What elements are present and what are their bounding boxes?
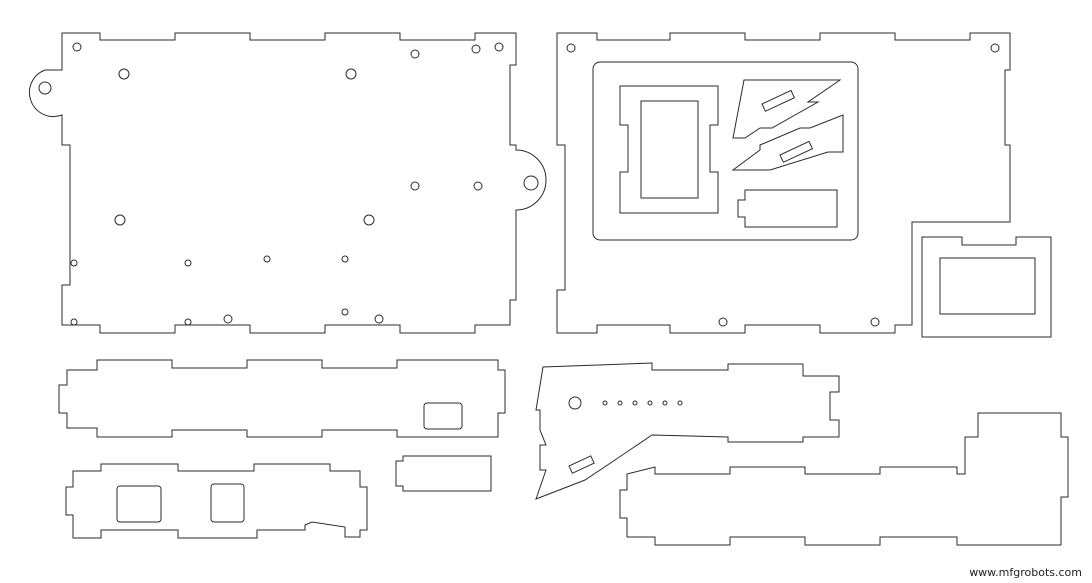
mount-hole <box>363 214 375 226</box>
side-panel-b <box>65 463 368 539</box>
mount-hole <box>473 181 483 191</box>
panel-base-plate-outline <box>28 32 547 334</box>
led-hole <box>632 400 638 406</box>
mount-hole <box>566 43 576 53</box>
side-panel-b-port-left <box>116 485 162 523</box>
panel-small-frame <box>921 236 1052 338</box>
mount-hole <box>341 308 349 316</box>
angled-side-panel-outline <box>535 362 840 500</box>
mount-hole <box>494 42 504 52</box>
mount-hole <box>374 314 384 324</box>
watermark-text: www.mfgrobots.com <box>969 566 1082 579</box>
mount-hole <box>184 318 192 326</box>
mount-hole <box>263 255 271 263</box>
side-panel-b-port-right <box>210 483 245 523</box>
stepped-panel <box>619 412 1069 546</box>
panel-small-frame-outline <box>921 236 1052 338</box>
mount-hole <box>990 43 1000 53</box>
mount-hole <box>471 44 481 54</box>
mount-hole <box>345 68 357 80</box>
mount-hole <box>70 259 78 267</box>
mount-hole <box>870 317 880 327</box>
mount-hole <box>72 42 82 52</box>
side-panel-a <box>58 359 506 438</box>
mount-hole <box>223 314 233 324</box>
mount-hole <box>718 317 728 327</box>
slot-upper <box>761 89 796 112</box>
angled-cutout-upper <box>732 79 842 139</box>
mount-hole <box>118 68 130 80</box>
ear-hole-right <box>523 175 539 191</box>
side-panel-a-port <box>423 402 463 430</box>
mount-hole <box>184 259 192 267</box>
small-tab-piece <box>395 455 492 492</box>
ear-hole-left <box>38 81 52 95</box>
mount-hole <box>114 214 126 226</box>
display-window <box>640 100 699 199</box>
mount-hole <box>410 181 420 191</box>
led-hole <box>677 400 683 406</box>
led-hole <box>647 400 653 406</box>
angled-cutout-lower <box>731 114 844 171</box>
panel-base-plate <box>28 32 547 334</box>
panel-top-plate <box>556 32 1011 334</box>
stepped-panel-outline <box>619 412 1069 546</box>
connector-cutout <box>737 189 838 228</box>
mount-hole <box>410 49 420 59</box>
angled-side-panel <box>535 362 840 500</box>
inner-pocket <box>592 61 859 241</box>
display-frame <box>619 85 719 214</box>
slot-lower <box>779 140 814 163</box>
led-hole <box>662 400 668 406</box>
small-tab-piece-outline <box>395 455 492 492</box>
mount-hole <box>341 255 349 263</box>
panel-small-frame-window <box>939 257 1036 315</box>
angled-side-panel-slot <box>568 455 595 474</box>
panel-top-plate-outline <box>556 32 1011 334</box>
mount-hole <box>70 318 78 326</box>
side-panel-b-outline <box>65 463 368 539</box>
side-panel-a-outline <box>58 359 506 438</box>
led-hole <box>617 400 623 406</box>
led-hole <box>602 400 608 406</box>
button-hole <box>568 396 582 410</box>
